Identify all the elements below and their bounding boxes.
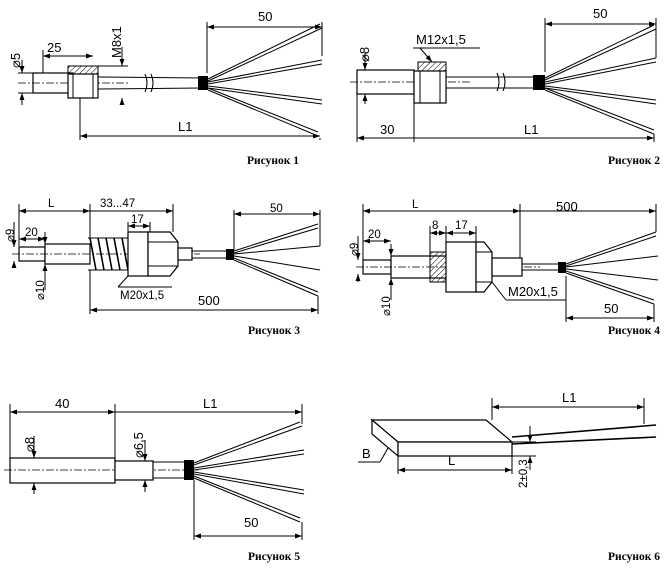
fig3-spring	[88, 237, 129, 271]
fig3-wire-length: 50	[270, 203, 283, 215]
fig1-diameter: ⌀5	[8, 53, 23, 68]
fig2-diameter: ⌀8	[357, 47, 372, 62]
fig5-diameter-8: ⌀8	[22, 437, 37, 452]
figure-4: L 500 8 17 ⌀9 20 ⌀10 M20x1,5 50 Рисунок …	[349, 199, 660, 337]
fig3-thread: M20x1,5	[120, 290, 164, 302]
fig2-total-length: L1	[524, 122, 538, 137]
fig6-thickness: 2±0,3	[518, 459, 530, 488]
fig5-wire-length: 50	[244, 515, 258, 530]
fig5-caption: Рисунок 5	[248, 551, 300, 563]
figure-2: 50 ⌀8 M12x1,5 30 L1 Рисунок 2	[350, 6, 660, 167]
fig5-length-40: 40	[55, 396, 69, 411]
fig5-diameter-6-5: ⌀6,5	[131, 432, 146, 458]
fig6-length-l: L	[448, 453, 455, 468]
fig3-diameter-9: ⌀9	[5, 229, 17, 242]
fig5-total-length: L1	[203, 396, 217, 411]
fig4-length-20: 20	[368, 229, 381, 241]
fig4-wire-length: 50	[604, 301, 618, 316]
fig6-caption: Рисунок 6	[608, 551, 660, 563]
fig6-width-b: B	[362, 446, 371, 461]
figure-6: L1 B L 2±0,3 Рисунок 6	[358, 390, 660, 563]
fig4-diameter-9: ⌀9	[349, 243, 361, 256]
fig6-total-length: L1	[562, 390, 576, 405]
fig3-length-20: 20	[25, 227, 38, 239]
fig2-wire-length: 50	[593, 6, 607, 21]
fig1-total-length: L1	[178, 119, 192, 134]
fig1-thread: M8x1	[109, 26, 124, 58]
fig1-caption: Рисунок 1	[247, 155, 299, 167]
fig4-length-8: 8	[432, 220, 438, 232]
fig1-wire-length: 50	[258, 9, 272, 24]
fig1-length-25: 25	[47, 40, 61, 55]
fig3-range: 33...47	[100, 198, 135, 210]
fig2-thread: M12x1,5	[416, 32, 466, 47]
fig4-cable-length: 500	[556, 199, 578, 214]
fig4-diameter-10: ⌀10	[381, 296, 393, 316]
fig4-caption: Рисунок 4	[608, 325, 660, 337]
fig4-thread: M20x1,5	[508, 284, 558, 299]
fig3-hex-17: 17	[131, 214, 144, 226]
figure-3: L 33...47 17 50 ⌀9 20 ⌀10 M20x1,5 500 Ри…	[5, 198, 321, 337]
figure-1: 50 ⌀5 25 M8x1 L1 Рисунок 1	[8, 9, 323, 167]
fig4-length-l: L	[412, 199, 419, 211]
fig4-hex-17: 17	[455, 220, 468, 232]
fig3-length-l: L	[48, 198, 55, 210]
figure-5: 40 L1 ⌀8 ⌀6,5 50 Рисунок 5	[4, 396, 305, 563]
fig3-cable-length: 500	[198, 293, 220, 308]
fig2-caption: Рисунок 2	[608, 155, 660, 167]
fig3-caption: Рисунок 3	[248, 325, 300, 337]
fig2-length-30: 30	[380, 122, 394, 137]
fig3-diameter-10: ⌀10	[35, 280, 47, 300]
